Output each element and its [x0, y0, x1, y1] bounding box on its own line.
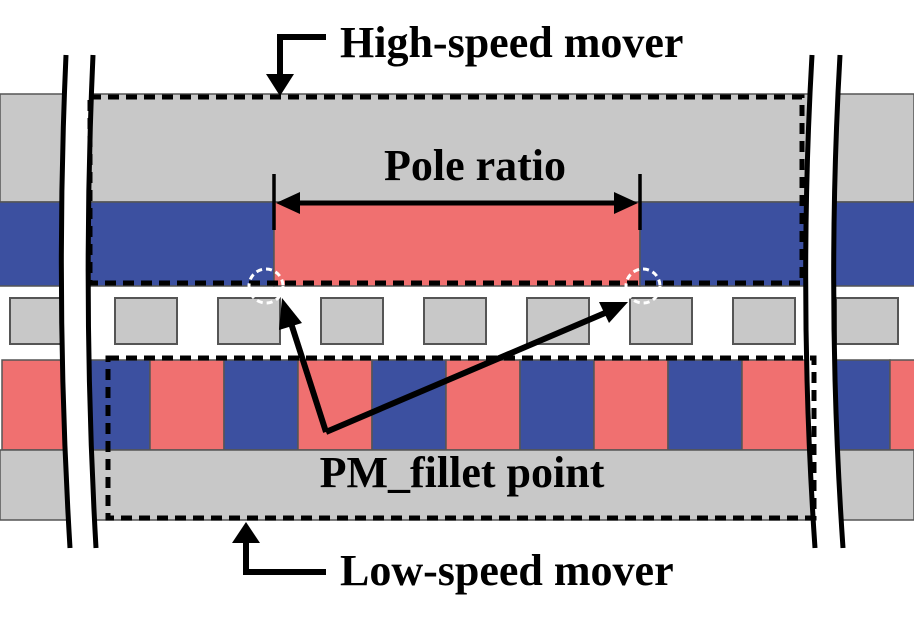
pole-piece: [217, 297, 281, 345]
high-speed-leader-arrow: [266, 74, 294, 96]
right-break-marks: [803, 54, 846, 549]
low-speed-magnet-north: [741, 359, 817, 451]
high-speed-magnets: [0, 201, 914, 287]
high-speed-leader: [266, 34, 326, 96]
high-speed-back-iron: [0, 93, 914, 203]
pole-piece: [629, 297, 693, 345]
pm-fillet-point-label: PM_fillet point: [320, 448, 605, 497]
pole-ratio-dimension: [272, 174, 642, 230]
high-speed-magnet-north: [273, 201, 641, 287]
pole-piece: [114, 297, 178, 345]
right-break-line-inner: [831, 54, 846, 549]
low-speed-magnet-north: [889, 359, 914, 451]
fillet-arrow-head-left: [279, 298, 302, 330]
pole-piece: [835, 297, 899, 345]
low-speed-magnet-south: [519, 359, 595, 451]
low-speed-magnet-south: [223, 359, 299, 451]
fillet-pointer-arrows: [279, 298, 628, 435]
high-speed-magnet-south: [89, 201, 275, 287]
low-speed-magnets: [1, 359, 914, 451]
dimension-arrow-right: [614, 192, 638, 214]
pole-piece: [320, 297, 384, 345]
high-speed-magnet-south: [639, 201, 914, 287]
low-speed-mover-outline: [105, 355, 817, 521]
right-break-line-outer: [803, 54, 818, 549]
low-speed-leader: [232, 522, 326, 575]
low-speed-back-iron: [0, 449, 914, 521]
low-speed-magnet-north: [593, 359, 669, 451]
pole-piece: [732, 297, 796, 345]
fillet-point-marker-left: [247, 267, 285, 305]
pole-ratio-label: Pole ratio: [384, 141, 566, 190]
dimension-arrow-left: [276, 192, 300, 214]
low-speed-leader-arrow: [232, 522, 260, 543]
high-speed-mover-outline: [87, 94, 805, 286]
left-break-line-outer: [58, 54, 73, 549]
fillet-point-marker-right: [624, 267, 662, 305]
fillet-arrow-head-right: [599, 302, 628, 323]
pole-piece: [423, 297, 487, 345]
low-speed-magnet-north: [149, 359, 225, 451]
low-speed-mover-label: Low-speed mover: [340, 546, 674, 595]
low-speed-magnet-south: [667, 359, 743, 451]
high-speed-mover-label: High-speed mover: [340, 18, 683, 67]
pole-pieces: [9, 297, 899, 345]
